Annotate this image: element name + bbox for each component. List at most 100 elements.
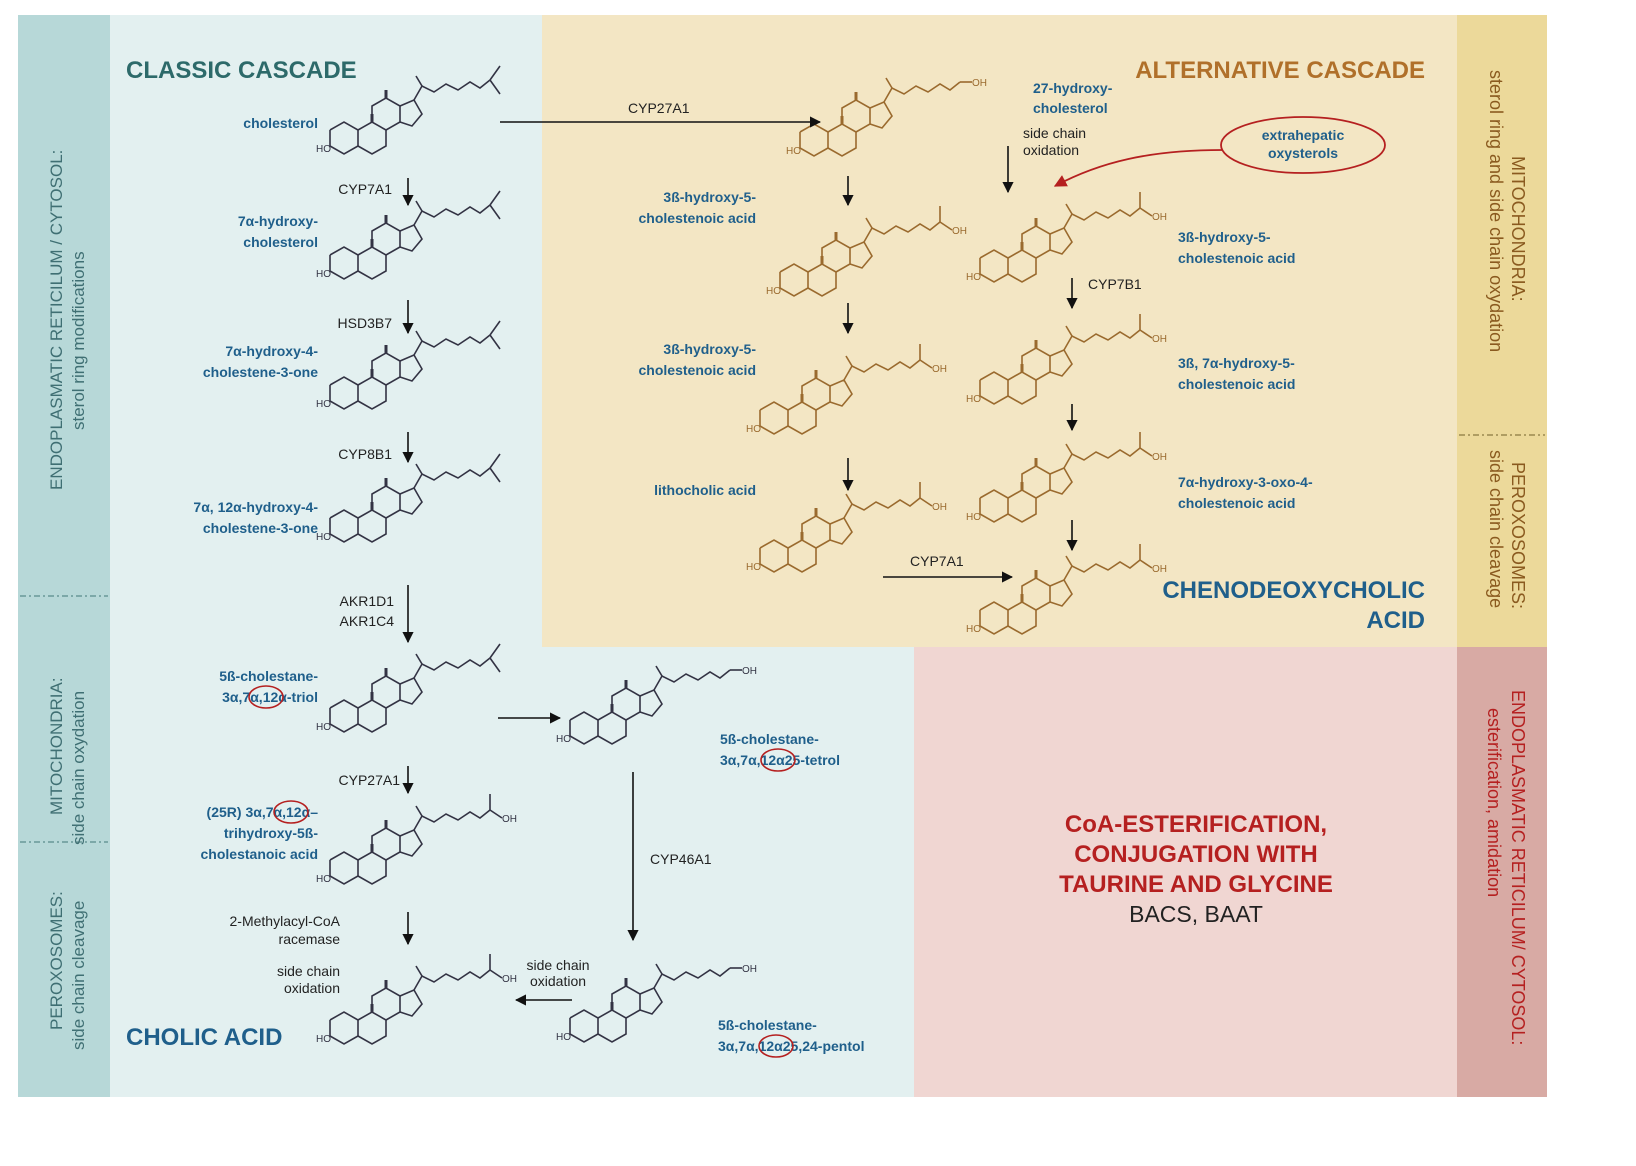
enzyme-cyp7b1: CYP7B1 (1088, 276, 1142, 292)
mol-pentol-ho-label: HO (556, 1032, 571, 1043)
svg-text:ENDOPLASMATIC RETICILUM / CYTO: ENDOPLASMATIC RETICILUM / CYTOSOL: (47, 150, 66, 490)
label-oxo-1: 7α-hydroxy-3-oxo-4- (1178, 474, 1313, 490)
label-extrahepatic-1: extrahepatic (1262, 127, 1345, 143)
mol-cholic-acid-oh-label: OH (502, 974, 517, 985)
mol-c412: HO (316, 453, 501, 544)
enzyme-sco-mid-1: side chain (526, 957, 589, 973)
side-label-right-er: ENDOPLASMATIC RETICILUM/ CYTOSOL: esteri… (1484, 690, 1528, 1045)
mol-tetrol-ho-label: HO (556, 734, 571, 745)
side-label-mitochondria: MITOCHONDRIA: side chain oxydation (47, 677, 88, 845)
classic-cascade-region (110, 15, 542, 1097)
mol-cholesterol-side-chain-end (489, 65, 501, 95)
mol-cholesterol-ho-label: HO (316, 144, 331, 155)
mol-dihca-side-chain-end (1139, 314, 1153, 339)
mol-cdca-ho-label: HO (966, 624, 981, 635)
svg-text:esterification, amidation: esterification, amidation (1484, 708, 1504, 897)
label-lithocholic: lithocholic acid (654, 482, 756, 498)
svg-text:PEROXOSOMES:: PEROXOSOMES: (47, 891, 66, 1030)
label-27-hydroxycholesterol-1: 27-hydroxy- (1033, 80, 1113, 96)
classic-cascade-region-lower (542, 647, 914, 1097)
enzyme-akr1d1: AKR1D1 (340, 593, 395, 609)
label-hca-b-2: cholestenoic acid (639, 362, 756, 378)
label-triol-2: 3α,7α,12α-triol (222, 689, 318, 705)
mol-thca-side-chain-end (489, 794, 503, 819)
mol-cdca-side-chain-end (1139, 544, 1153, 569)
enzyme-cyp27a1-top: CYP27A1 (628, 100, 690, 116)
conjugation-region (914, 647, 1457, 1097)
mol-cholesterol: HO (316, 65, 501, 156)
svg-text:sterol ring and side chain oxy: sterol ring and side chain oxydation (1486, 70, 1506, 352)
label-cholesterol: cholesterol (243, 115, 318, 131)
alternative-cascade-region (542, 15, 914, 647)
svg-text:sterol ring modifications: sterol ring modifications (69, 251, 88, 430)
label-hca-c-2: cholestenoic acid (1178, 250, 1295, 266)
alternative-cascade-region-right (914, 15, 1457, 647)
mol-oxo-ho-label: HO (966, 512, 981, 523)
label-thca-3: cholestanoic acid (201, 846, 318, 862)
mol-hca-a-ho-label: HO (766, 286, 781, 297)
highlight-12a-pentol (758, 1034, 794, 1058)
mol-triol-ho-label: HO (316, 722, 331, 733)
mol-7a-hydroxycholesterol-side-chain-end (489, 190, 501, 220)
extrahepatic-oxysterols-oval (1220, 116, 1386, 174)
conjugation-enzymes: BACS, BAAT (1129, 901, 1263, 927)
label-hca-a-1: 3ß-hydroxy-5- (663, 189, 756, 205)
side-label-right-mitochondria: MITOCHONDRIA: sterol ring and side chain… (1486, 70, 1528, 352)
cdca-title-line2: ACID (1366, 607, 1425, 634)
cdca-title-line1: CHENODEOXYCHOLIC (1162, 577, 1425, 604)
enzyme-cyp27a1-left: CYP27A1 (339, 772, 401, 788)
mol-lithocholic-side-chain-end (919, 482, 933, 507)
label-c4-2: cholestene-3-one (203, 364, 318, 380)
enzyme-sco-2: oxidation (284, 980, 340, 996)
mol-hca-a-side-chain-end (939, 206, 953, 231)
enzyme-hsd3b7: HSD3B7 (338, 315, 393, 331)
mol-cholic-acid-side-chain-end (489, 954, 503, 979)
enzyme-cyp8b1: CYP8B1 (338, 446, 392, 462)
label-c412-2: cholestene-3-one (203, 520, 318, 536)
label-c4-1: 7α-hydroxy-4- (225, 343, 318, 359)
conjugation-title-1: CoA-ESTERIFICATION, (1065, 811, 1327, 838)
mol-lithocholic: HO OH (746, 482, 947, 574)
mol-c412-side-chain-end (489, 453, 501, 483)
enzyme-cyp46a1: CYP46A1 (650, 851, 712, 867)
label-7a-hydroxycholesterol-1: 7α-hydroxy- (238, 213, 319, 229)
enzyme-cyp7a1-alt: CYP7A1 (910, 553, 964, 569)
right-organelle-band-top (1457, 15, 1547, 647)
highlight-12a-tetrol (760, 748, 796, 772)
reaction-arrows (402, 116, 1078, 1006)
enzyme-sco-mid-2: oxidation (530, 973, 586, 989)
enzyme-racemase-1: 2-Methylacyl-CoA (230, 913, 341, 929)
label-dihca-1: 3ß, 7α-hydroxy-5- (1178, 355, 1295, 371)
mol-oxo-side-chain-end (1139, 432, 1153, 457)
mol-lithocholic-ho-label: HO (746, 562, 761, 573)
mol-lithocholic-oh-label: OH (932, 502, 947, 513)
enzyme-sco-top-2: oxidation (1023, 142, 1079, 158)
cholic-acid-title: CHOLIC ACID (126, 1024, 282, 1051)
enzyme-sco-top-1: side chain (1023, 125, 1086, 141)
enzyme-cyp7a1: CYP7A1 (338, 181, 392, 197)
label-oxo-2: cholestenoic acid (1178, 495, 1295, 511)
label-7a-hydroxycholesterol-2: cholesterol (243, 234, 318, 250)
label-extrahepatic-2: oxysterols (1268, 145, 1338, 161)
mol-dihca-ho-label: HO (966, 394, 981, 405)
enzyme-sco-1: side chain (277, 963, 340, 979)
label-triol-1: 5ß-cholestane- (219, 668, 318, 684)
svg-text:side chain cleavage: side chain cleavage (1486, 450, 1506, 608)
mol-hca-c-side-chain-end (1139, 192, 1153, 217)
classic-cascade-title: CLASSIC CASCADE (126, 57, 357, 84)
mol-thca-ho-label: HO (316, 874, 331, 885)
svg-text:MITOCHONDRIA:: MITOCHONDRIA: (1508, 156, 1528, 302)
alternative-cascade-title: ALTERNATIVE CASCADE (1135, 57, 1425, 84)
mol-tetrol-oh-label: OH (742, 666, 757, 677)
mol-27-hydroxycholesterol-ho-label: HO (786, 146, 801, 157)
label-pentol-2: 3α,7α,12α25,24-pentol (718, 1038, 864, 1054)
